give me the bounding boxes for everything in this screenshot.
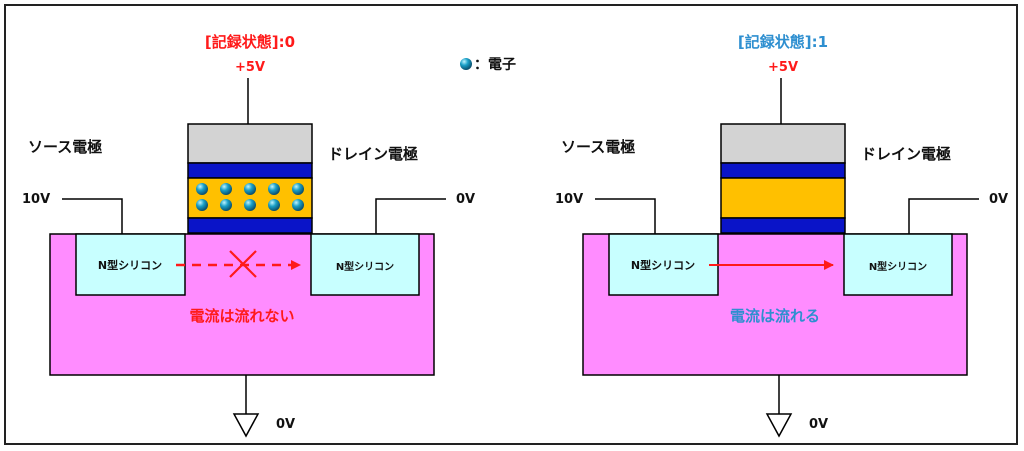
drain-voltage-label: 0V <box>456 192 475 207</box>
drain-wire <box>375 198 446 234</box>
state-title: [記録状態]:1 <box>738 33 828 51</box>
floating-gate <box>720 177 846 219</box>
drain-voltage-label: 0V <box>989 192 1008 207</box>
control-gate <box>187 123 313 164</box>
electron <box>220 199 232 211</box>
source-electrode-label: ソース電極 <box>561 138 635 156</box>
current-path <box>176 250 301 278</box>
blocked-x-icon <box>229 250 257 278</box>
panel-state-1: [記録状態]:1 +5V N型シリコン N型シリコン ソース電極 ドレイン電極 … <box>555 33 1008 438</box>
n-region-source <box>608 233 719 296</box>
n-source-label: N型シリコン <box>631 258 695 272</box>
electron <box>244 183 256 195</box>
gate-voltage-label: +5V <box>768 60 798 75</box>
electron <box>220 183 232 195</box>
source-electrode-label: ソース電極 <box>28 138 102 156</box>
electron <box>292 183 304 195</box>
n-drain-label: N型シリコン <box>336 260 394 273</box>
ground-voltage-label: 0V <box>809 417 828 432</box>
electron <box>196 183 208 195</box>
diagram-frame <box>4 4 1018 445</box>
electron-group <box>196 183 304 211</box>
electron-legend-icon <box>460 58 472 70</box>
ground-voltage-label: 0V <box>276 417 295 432</box>
control-gate <box>720 123 846 164</box>
ground-icon <box>765 413 793 438</box>
current-status-text: 電流は流れない <box>189 307 294 325</box>
n-source-label: N型シリコン <box>98 258 162 272</box>
gate-voltage-label: +5V <box>235 60 265 75</box>
oxide-bottom <box>720 217 846 234</box>
source-wire <box>595 198 656 234</box>
electron <box>268 199 280 211</box>
n-region-drain <box>310 233 420 296</box>
state-title: [記録状態]:0 <box>205 33 295 51</box>
electron <box>268 183 280 195</box>
oxide-top <box>720 162 846 179</box>
n-region-drain <box>843 233 953 296</box>
legend: ：電子 <box>460 56 516 73</box>
drain-electrode-label: ドレイン電極 <box>861 145 951 163</box>
oxide-bottom <box>187 217 313 234</box>
source-voltage-label: 10V <box>22 192 50 207</box>
current-status-text: 電流は流れる <box>730 307 820 325</box>
drain-electrode-label: ドレイン電極 <box>328 145 418 163</box>
n-drain-label: N型シリコン <box>869 260 927 273</box>
ground-icon <box>232 413 260 438</box>
panel-state-0: [記録状態]:0 +5V N型シリコン N型シリコン ソース電極 ドレイン電極 … <box>22 33 475 438</box>
oxide-top <box>187 162 313 179</box>
electron <box>244 199 256 211</box>
source-wire <box>62 198 123 234</box>
drain-wire <box>908 198 979 234</box>
legend-text: ：電子 <box>474 56 516 73</box>
source-voltage-label: 10V <box>555 192 583 207</box>
electron <box>196 199 208 211</box>
electron <box>292 199 304 211</box>
